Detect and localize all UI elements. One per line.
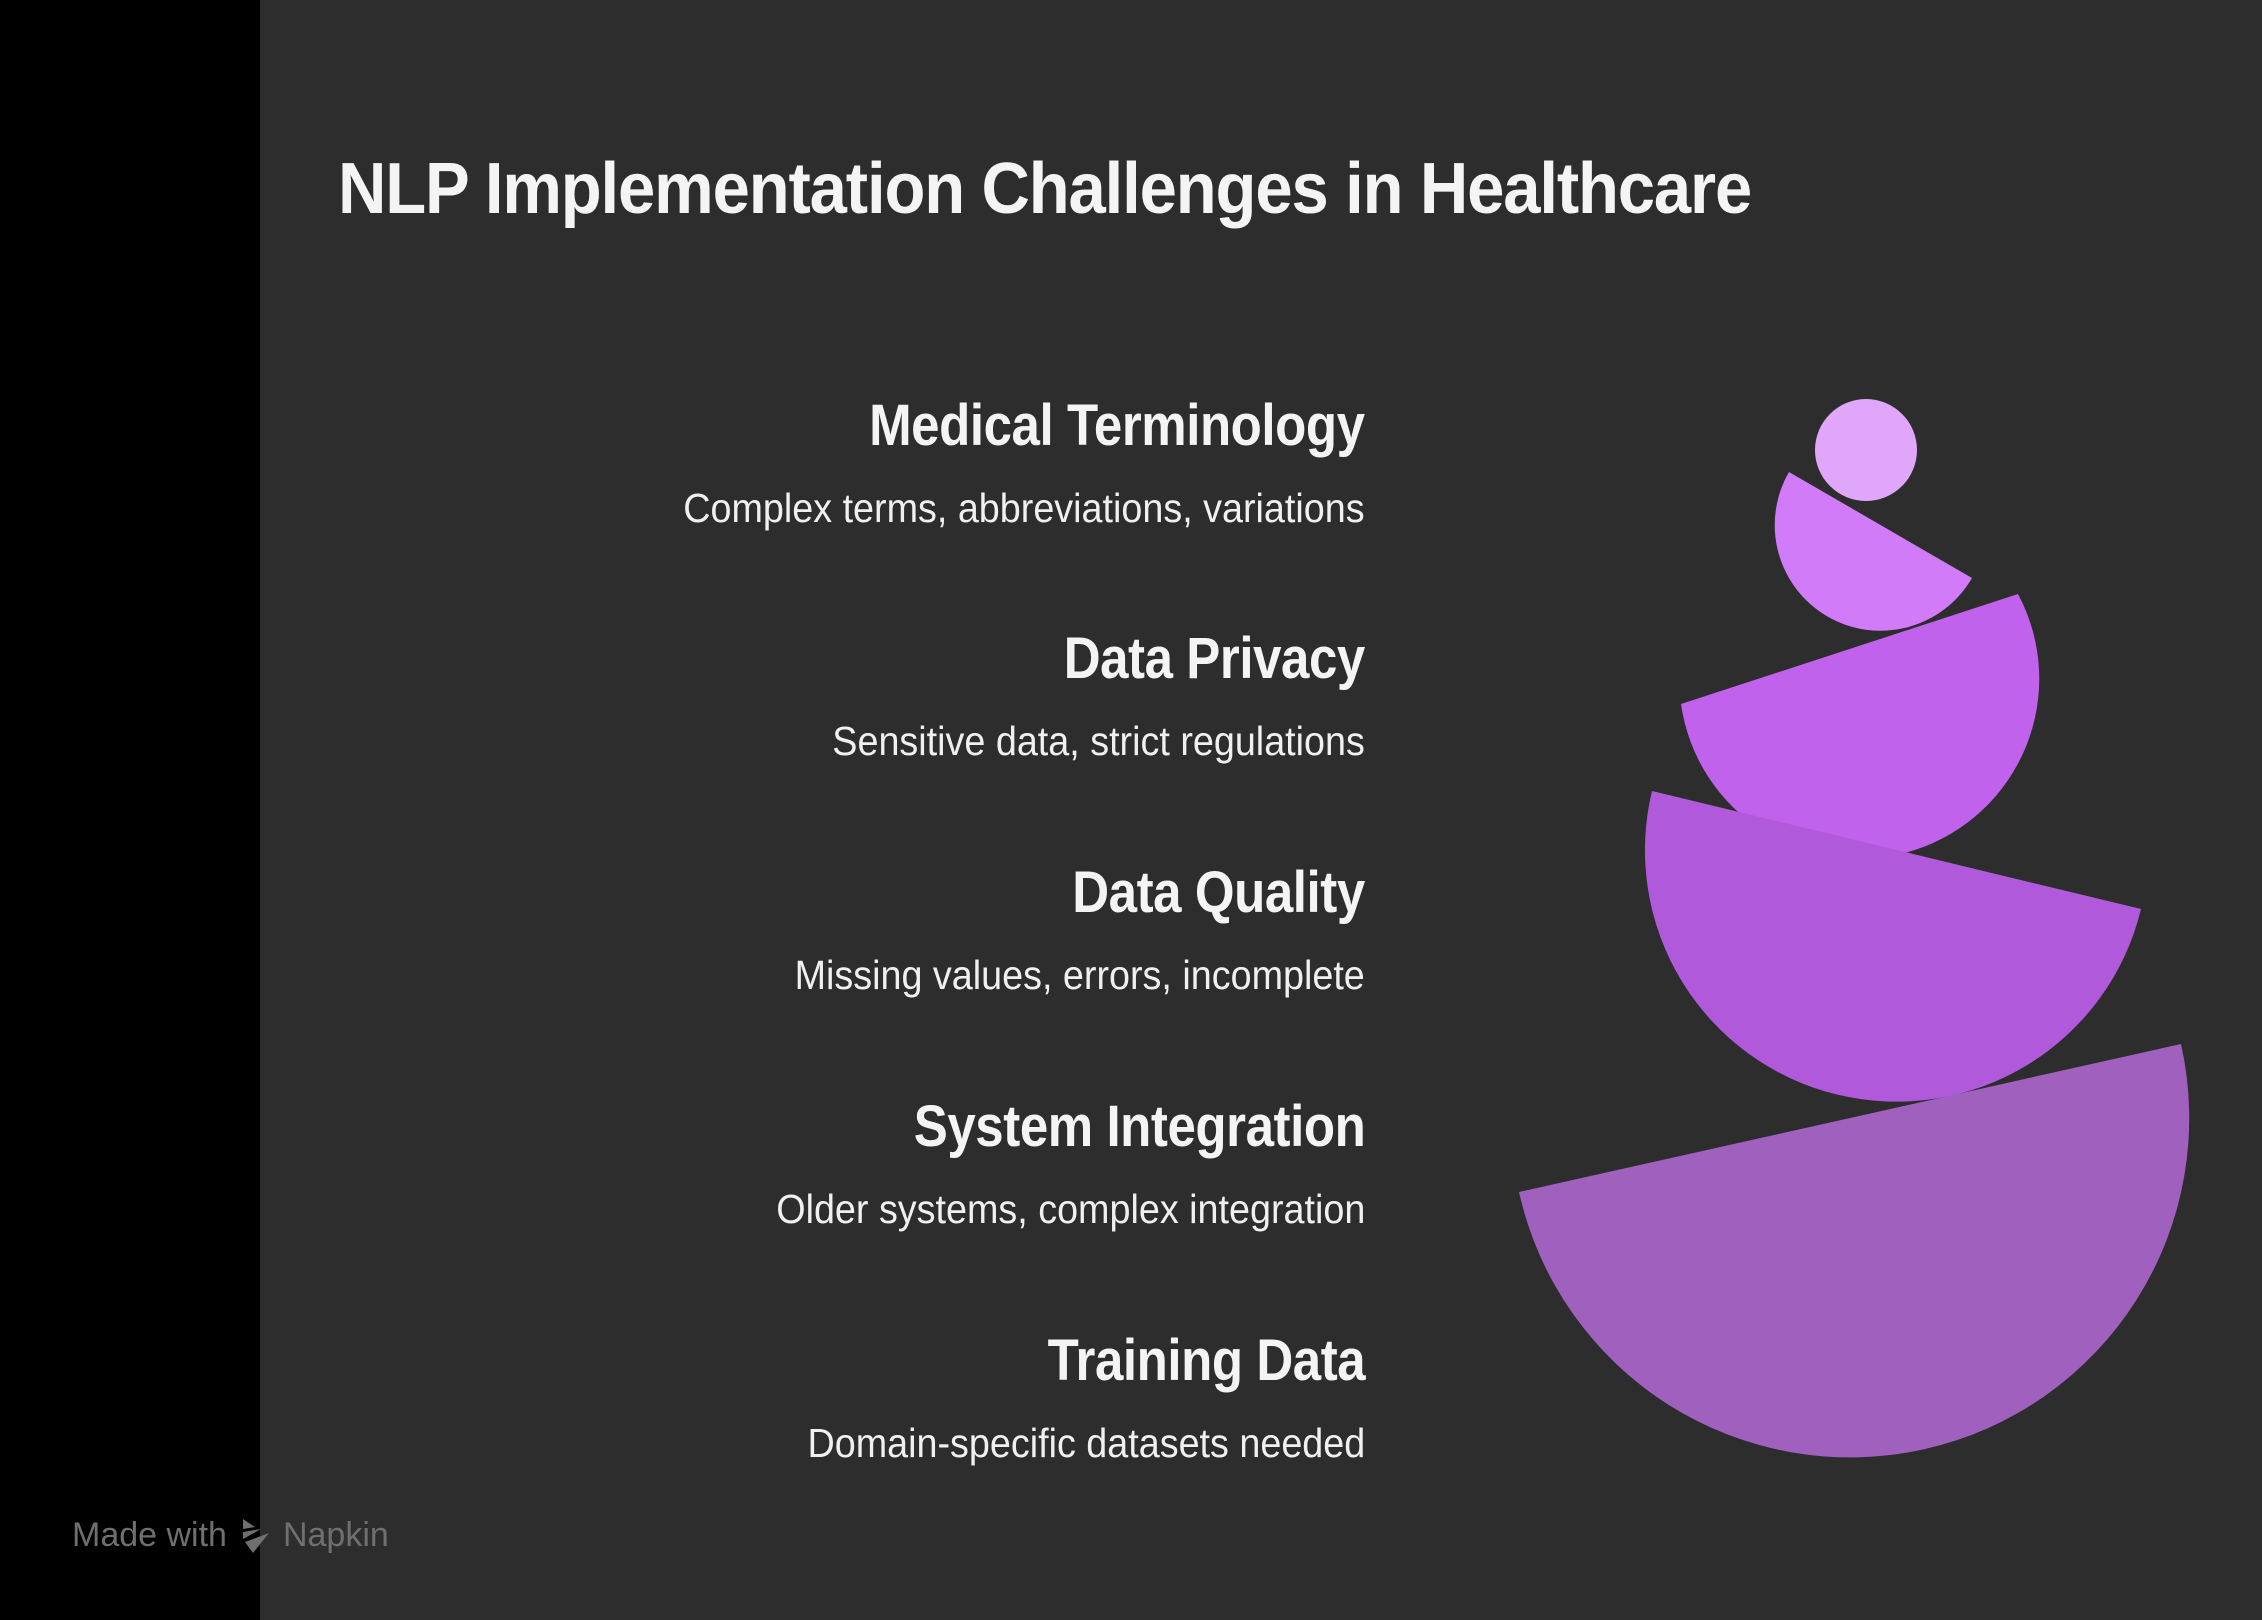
challenge-description: Domain-specific datasets needed: [807, 1420, 1365, 1466]
challenge-description: Missing values, errors, incomplete: [794, 952, 1365, 998]
napkin-logo-icon: [242, 1518, 269, 1553]
challenge-description: Sensitive data, strict regulations: [832, 718, 1365, 764]
challenge-item-training-data: Training Data Domain-specific datasets n…: [759, 1327, 1365, 1467]
challenge-title: Training Data: [1047, 1328, 1365, 1393]
shape-circle-medical-terminology: [1815, 399, 1917, 501]
shape-segment-data-quality: [1681, 594, 2040, 859]
page-title: NLP Implementation Challenges in Healthc…: [338, 149, 1752, 229]
challenge-title: System Integration: [913, 1094, 1365, 1159]
challenge-title: Data Quality: [1072, 860, 1365, 925]
watermark-prefix: Made with: [72, 1516, 227, 1554]
challenge-item-medical-terminology: Medical Terminology Complex terms, abbre…: [624, 392, 1366, 532]
shape-segment-data-quality-2: [1644, 791, 2141, 1102]
left-black-bar: [0, 0, 260, 1620]
challenge-title: Data Privacy: [1063, 626, 1366, 691]
shape-segment-training-data: [1519, 1044, 2190, 1458]
shape-segment-data-privacy: [1774, 472, 1972, 631]
made-with-napkin-watermark: Made with Napkin: [72, 1516, 389, 1555]
challenge-title: Medical Terminology: [869, 393, 1365, 458]
challenge-item-system-integration: System Integration Older systems, comple…: [725, 1093, 1366, 1233]
challenge-item-data-quality: Data Quality Missing values, errors, inc…: [745, 859, 1366, 999]
watermark-brand: Napkin: [282, 1516, 389, 1554]
challenge-description: Complex terms, abbreviations, variations: [683, 485, 1365, 531]
challenge-description: Older systems, complex integration: [775, 1186, 1365, 1232]
challenge-item-data-privacy: Data Privacy Sensitive data, strict regu…: [786, 625, 1365, 765]
